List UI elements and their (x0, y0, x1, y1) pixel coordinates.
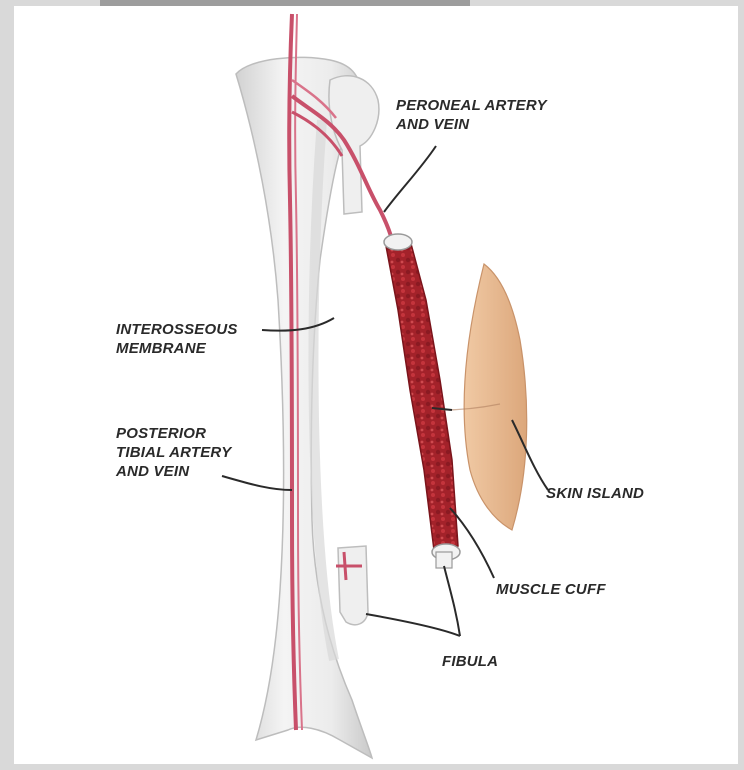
flap-proximal-end (384, 234, 412, 250)
fibula-distal (338, 546, 368, 625)
fibula-label-text: FIBULA (442, 652, 498, 671)
top-strip (100, 0, 470, 6)
peroneal-label-line2: AND VEIN (396, 115, 547, 134)
fibula-label: FIBULA (442, 652, 498, 671)
flap-distal-bone (436, 552, 452, 568)
interosseous-label-line2: MEMBRANE (116, 339, 238, 358)
interosseous-label: INTEROSSEOUS MEMBRANE (116, 320, 238, 358)
posterior-tibial-label-line2: TIBIAL ARTERY (116, 443, 231, 462)
posterior-tibial-label: POSTERIOR TIBIAL ARTERY AND VEIN (116, 424, 231, 481)
peroneal-label: PERONEAL ARTERY AND VEIN (396, 96, 547, 134)
posterior-tibial-label-line3: AND VEIN (116, 462, 231, 481)
skin-island-label: SKIN ISLAND (546, 484, 644, 503)
posterior-tibial-label-line1: POSTERIOR (116, 424, 231, 443)
muscle-cuff-label-text: MUSCLE CUFF (496, 580, 606, 599)
skin-island-label-text: SKIN ISLAND (546, 484, 644, 503)
muscle-cuff-label: MUSCLE CUFF (496, 580, 606, 599)
interosseous-label-line1: INTEROSSEOUS (116, 320, 238, 339)
peroneal-label-line1: PERONEAL ARTERY (396, 96, 547, 115)
